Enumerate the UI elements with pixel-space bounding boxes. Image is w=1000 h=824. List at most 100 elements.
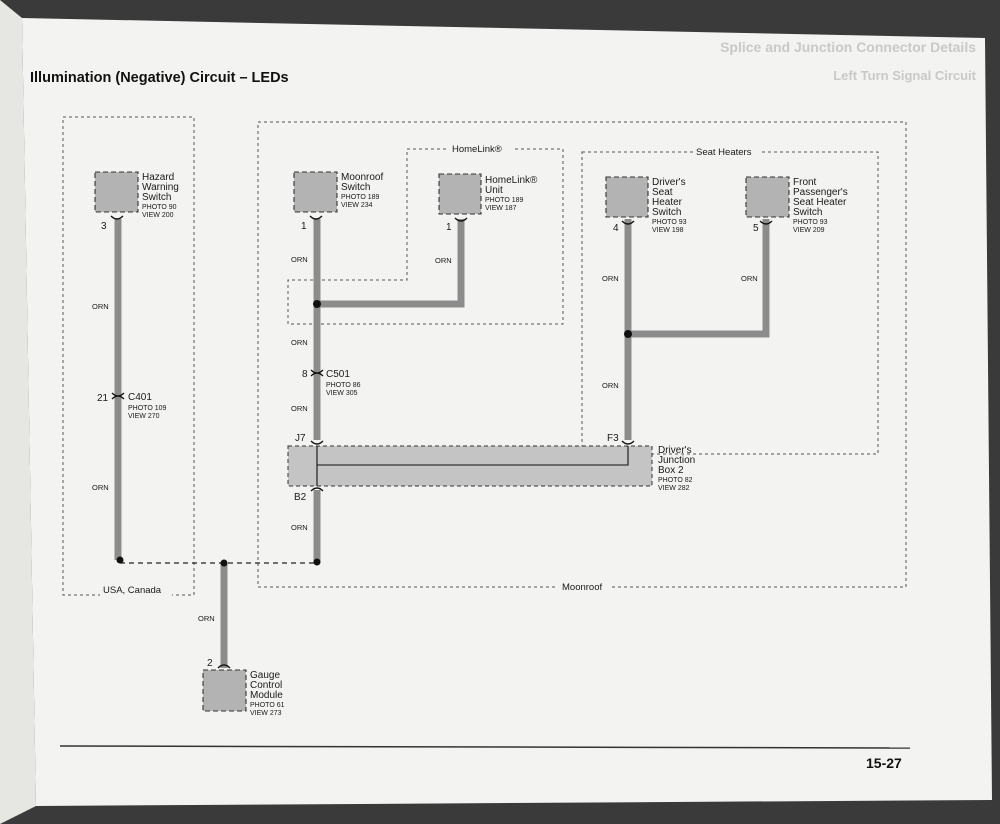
paper-sheet — [22, 18, 992, 806]
group-label-usa-canada: USA, Canada — [103, 585, 162, 596]
junction-pin-j7: J7 — [295, 433, 306, 444]
wire-label: ORN — [741, 274, 758, 283]
driver-seat-switch-label: Driver's Seat Heater Switch PHOTO 93 VIE… — [652, 177, 687, 234]
c401-pin: 21 — [97, 393, 109, 404]
passenger-seat-pin: 5 — [753, 223, 759, 234]
svg-text:PHOTO 189: PHOTO 189 — [341, 194, 379, 201]
passenger-seat-switch-label: Front Passenger's Seat Heater Switch PHO… — [793, 177, 848, 234]
c501-pin: 8 — [302, 369, 308, 380]
left-page-edge — [0, 0, 36, 824]
splice-gauge — [220, 559, 228, 567]
svg-text:Unit: Unit — [485, 185, 503, 196]
svg-text:Passenger's: Passenger's — [793, 187, 848, 198]
moonroof-pin: 1 — [301, 221, 307, 232]
hazard-pin: 3 — [101, 221, 107, 232]
svg-text:VIEW 198: VIEW 198 — [652, 227, 684, 234]
svg-text:Warning: Warning — [142, 182, 179, 193]
svg-text:VIEW 209: VIEW 209 — [793, 227, 825, 234]
connector-c401-label: C401 PHOTO 109 VIEW 270 — [128, 392, 166, 420]
svg-text:VIEW 200: VIEW 200 — [142, 212, 174, 219]
group-seat-heaters-outline — [581, 151, 879, 455]
svg-text:Switch: Switch — [142, 192, 171, 203]
group-homelink-outline — [287, 148, 564, 325]
svg-text:VIEW 273: VIEW 273 — [250, 710, 282, 717]
svg-text:PHOTO 93: PHOTO 93 — [793, 219, 828, 226]
passenger-seat-switch-box — [745, 176, 790, 218]
wire-label: ORN — [291, 255, 308, 264]
wire-label: ORN — [92, 483, 109, 492]
svg-text:Heater: Heater — [652, 197, 683, 208]
wire-homelink — [317, 219, 465, 308]
splice-hazard-ground — [116, 556, 124, 564]
svg-text:Module: Module — [250, 690, 283, 701]
wire-passenger-seat — [628, 219, 770, 338]
svg-text:PHOTO 61: PHOTO 61 — [250, 702, 285, 709]
svg-text:Front: Front — [793, 177, 817, 188]
svg-text:Switch: Switch — [793, 207, 822, 218]
hazard-switch-label: Hazard Warning Switch PHOTO 90 VIEW 200 — [142, 172, 179, 219]
svg-text:VIEW 187: VIEW 187 — [485, 205, 517, 212]
page-number: 15-27 — [866, 755, 902, 771]
svg-text:PHOTO 90: PHOTO 90 — [142, 204, 177, 211]
svg-text:Seat Heater: Seat Heater — [793, 197, 847, 208]
svg-text:VIEW 270: VIEW 270 — [128, 413, 160, 420]
svg-text:C501: C501 — [326, 369, 350, 380]
group-label-moonroof: Moonroof — [562, 582, 602, 593]
wire-label: ORN — [92, 302, 109, 311]
homelink-unit-label: HomeLink® Unit PHOTO 189 VIEW 187 — [485, 175, 538, 212]
wire-label: ORN — [602, 274, 619, 283]
svg-text:C401: C401 — [128, 392, 152, 403]
svg-text:PHOTO 189: PHOTO 189 — [485, 197, 523, 204]
svg-text:PHOTO 109: PHOTO 109 — [128, 405, 166, 412]
svg-text:HomeLink®: HomeLink® — [485, 175, 538, 186]
page-title: Illumination (Negative) Circuit – LEDs — [30, 70, 289, 86]
gauge-pin: 2 — [207, 658, 213, 669]
splice-moonroof-ground — [313, 558, 321, 566]
svg-text:VIEW 282: VIEW 282 — [658, 485, 690, 492]
svg-text:Moonroof: Moonroof — [341, 172, 383, 183]
moonroof-switch-label: Moonroof Switch PHOTO 189 VIEW 234 — [341, 172, 383, 209]
connector-c501-mark — [310, 369, 324, 377]
svg-text:VIEW 305: VIEW 305 — [326, 390, 358, 397]
wire-label: ORN — [198, 614, 215, 623]
gauge-module-label: Gauge Control Module PHOTO 61 VIEW 273 — [250, 670, 285, 717]
wire-label: ORN — [602, 381, 619, 390]
svg-text:Control: Control — [250, 680, 282, 691]
svg-text:Box 2: Box 2 — [658, 465, 684, 476]
junction-internal-path — [316, 446, 629, 466]
group-label-seat-heaters: Seat Heaters — [696, 147, 752, 158]
hazard-switch-box — [94, 171, 139, 213]
splice-seat-heaters — [624, 330, 632, 338]
gauge-module-box — [202, 669, 247, 712]
svg-text:Gauge: Gauge — [250, 670, 280, 681]
wire-label: ORN — [291, 338, 308, 347]
junction-pin-f3: F3 — [607, 433, 619, 444]
connector-c401-mark — [111, 392, 125, 400]
wire-label: ORN — [291, 523, 308, 532]
driver-seat-switch-box — [605, 176, 649, 218]
svg-text:Junction: Junction — [658, 455, 695, 466]
driver-seat-pin: 4 — [613, 223, 619, 234]
wire-label: ORN — [435, 256, 452, 265]
footer-rule — [59, 745, 911, 749]
svg-text:Driver's: Driver's — [652, 177, 686, 188]
svg-text:Switch: Switch — [652, 207, 681, 218]
svg-text:PHOTO 86: PHOTO 86 — [326, 382, 361, 389]
svg-text:PHOTO 93: PHOTO 93 — [652, 219, 687, 226]
junction-box — [287, 440, 653, 492]
wire-label: ORN — [291, 404, 308, 413]
homelink-unit-box — [438, 173, 482, 215]
svg-text:VIEW 234: VIEW 234 — [341, 202, 373, 209]
splice-homelink — [313, 300, 321, 308]
group-label-homelink: HomeLink® — [452, 144, 502, 155]
bleed-text-2: Left Turn Signal Circuit — [833, 68, 976, 83]
connector-c501-label: C501 PHOTO 86 VIEW 305 — [326, 369, 361, 397]
svg-text:Driver's: Driver's — [658, 445, 692, 456]
svg-text:Seat: Seat — [652, 187, 673, 198]
homelink-pin: 1 — [446, 222, 452, 233]
svg-text:Switch: Switch — [341, 182, 370, 193]
svg-text:Hazard: Hazard — [142, 172, 174, 183]
bleed-text-1: Splice and Junction Connector Details — [720, 39, 976, 55]
